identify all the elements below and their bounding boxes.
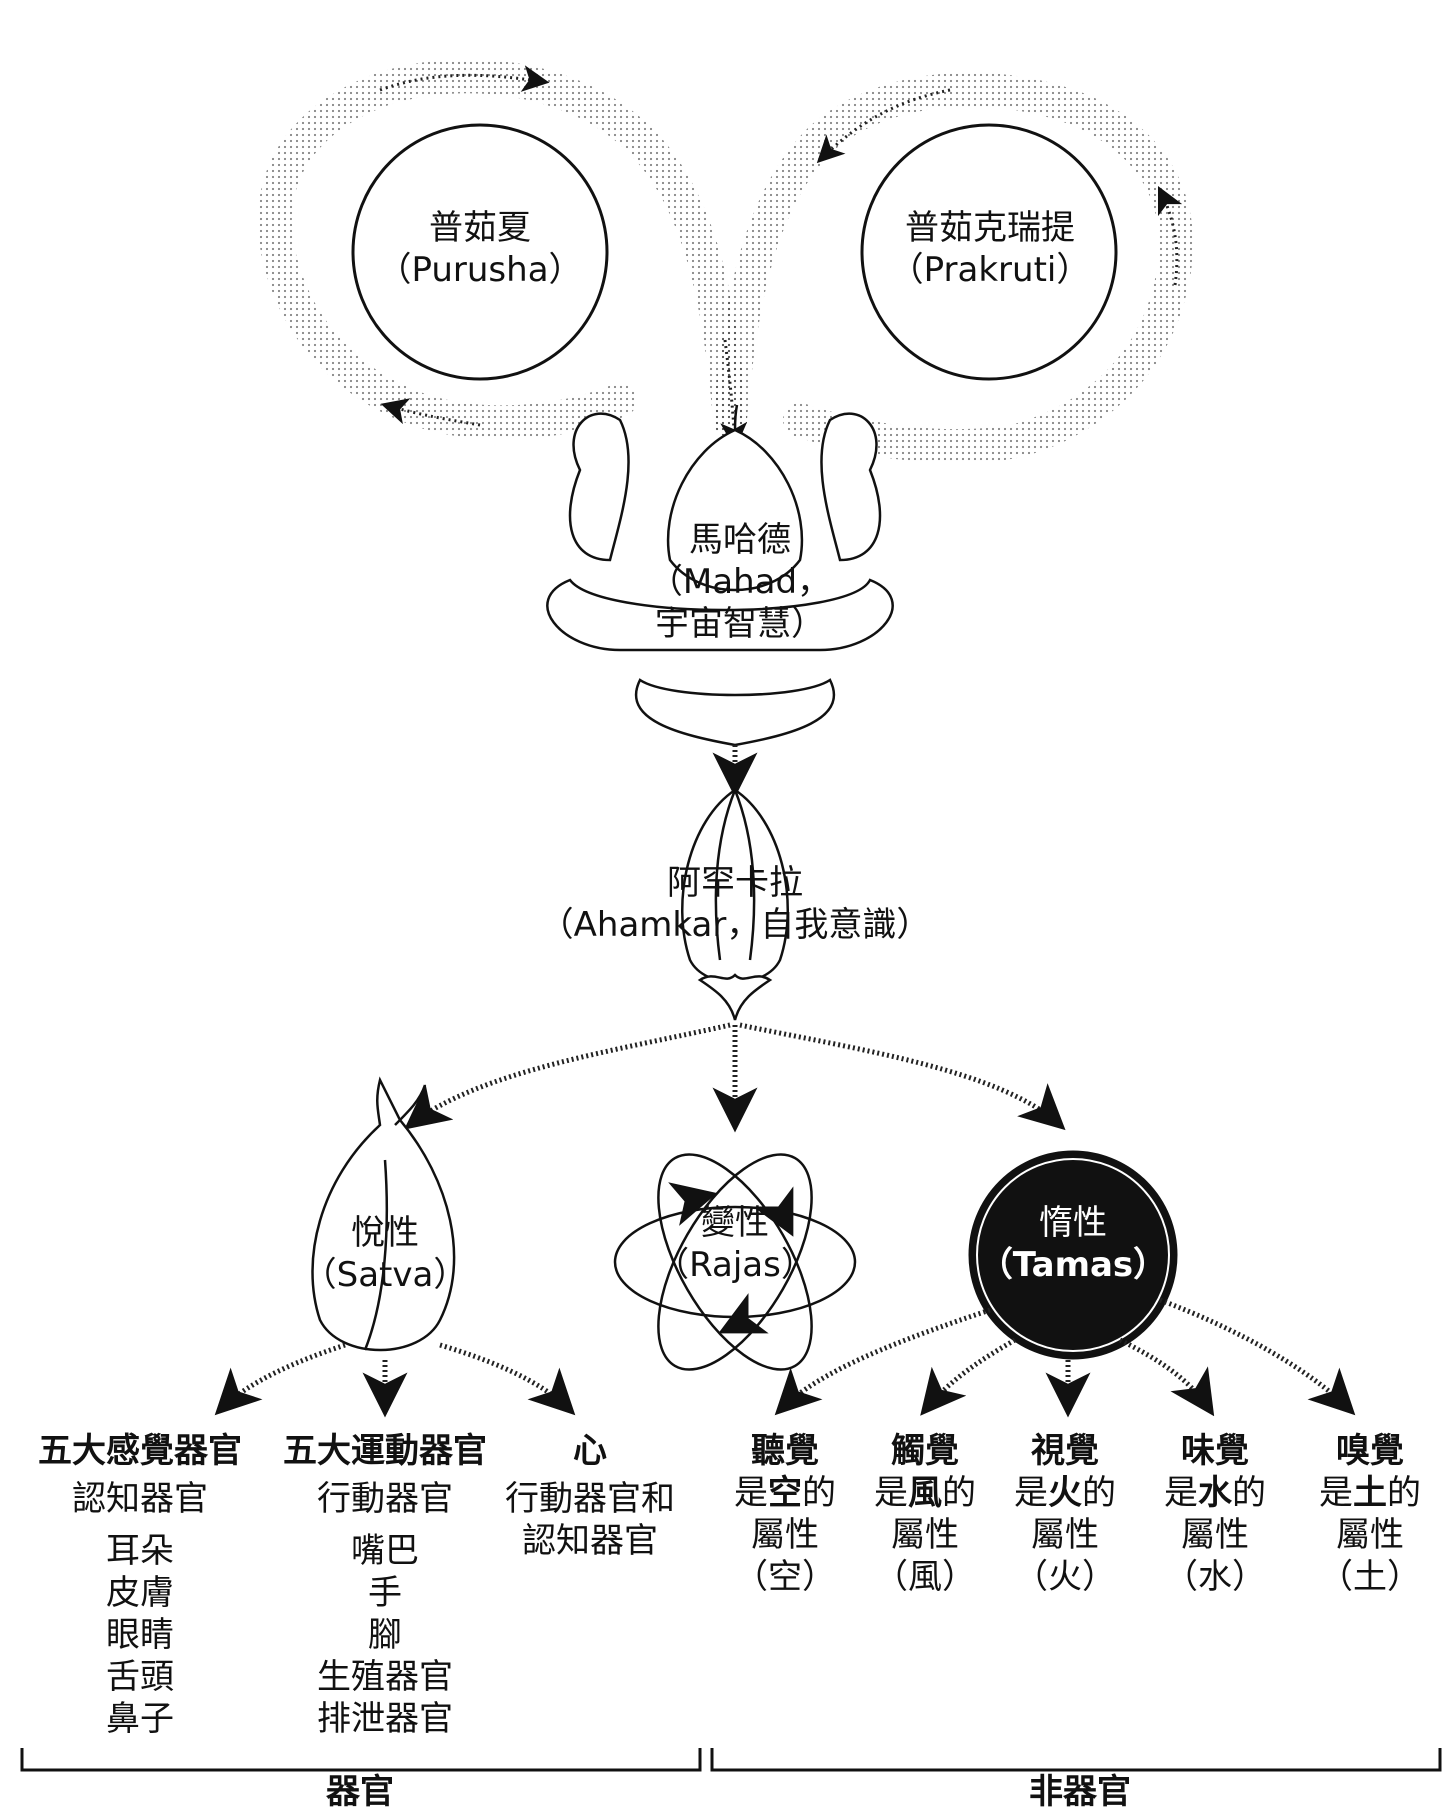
organ-item: 腳 — [368, 1615, 402, 1655]
ahamkar-label-en: （Ahamkar，自我意識） — [539, 905, 931, 945]
sense-line: 是土的 — [1305, 1472, 1435, 1514]
sense-line: （土） — [1319, 1557, 1421, 1597]
sense-title: 聽覺 — [751, 1431, 819, 1471]
prakruti-label-cn: 普茹克瑞提 — [905, 208, 1075, 248]
sense-line: （風） — [874, 1557, 976, 1597]
organ-arrows — [214, 1342, 576, 1418]
tamas-circle — [968, 1150, 1178, 1360]
rajas-label-cn: 變性 — [701, 1203, 769, 1243]
sense-pre: 是 — [874, 1473, 908, 1513]
tamas-label-en: （Tamas） — [978, 1245, 1168, 1285]
satva-label-cn: 悅性 — [351, 1213, 419, 1253]
branch-arrows — [404, 1022, 1066, 1133]
organ-column-motor: 五大運動器官 行動器官 嘴巴 手 腳 生殖器官 排泄器官 — [265, 1430, 505, 1740]
organ-item: 舌頭 — [106, 1657, 174, 1697]
tamas-label-cn: 惰性 — [1039, 1203, 1107, 1243]
sense-element: 風 — [908, 1473, 942, 1513]
infinity-loop — [257, 59, 1193, 464]
sense-column-hearing: 聽覺 是空的 屬性 （空） — [720, 1430, 850, 1598]
satva-flame — [311, 1076, 456, 1352]
sense-column-smell: 嗅覺 是土的 屬性 （土） — [1305, 1430, 1435, 1598]
sense-column-touch: 觸覺 是風的 屬性 （風） — [860, 1430, 990, 1598]
organ-item: 生殖器官 — [317, 1657, 453, 1697]
organ-subtitle-2: 認知器官 — [522, 1521, 658, 1561]
infinity-arrows — [379, 65, 1183, 450]
organ-column-sense: 五大感覺器官 認知器官 耳朵 皮膚 眼睛 舌頭 鼻子 — [20, 1430, 260, 1740]
organ-column-mind: 心 行動器官和 認知器官 — [490, 1430, 690, 1562]
ahamkar-label-cn: 阿罕卡拉 — [667, 863, 803, 903]
sense-line: 是火的 — [1000, 1472, 1130, 1514]
rajas-atom — [613, 1153, 857, 1371]
sense-line: 屬性 — [1181, 1515, 1249, 1555]
sense-line: 屬性 — [1336, 1515, 1404, 1555]
sense-post: 的 — [942, 1473, 976, 1513]
sense-title: 味覺 — [1181, 1431, 1249, 1471]
sense-line: 是水的 — [1150, 1472, 1280, 1514]
sense-line: 是風的 — [860, 1472, 990, 1514]
organ-item: 排泄器官 — [317, 1699, 453, 1739]
sense-post: 的 — [1387, 1473, 1421, 1513]
sense-line: （水） — [1164, 1557, 1266, 1597]
mahad-label-cn: 馬哈德 — [689, 520, 791, 560]
organ-item: 嘴巴 — [351, 1531, 419, 1571]
organ-subtitle: 認知器官 — [72, 1479, 208, 1519]
purusha-label-cn: 普茹夏 — [429, 208, 531, 248]
organ-title: 五大感覺器官 — [38, 1431, 242, 1471]
sense-title: 嗅覺 — [1336, 1431, 1404, 1471]
organ-item: 鼻子 — [106, 1699, 174, 1739]
purusha-circle — [351, 123, 609, 381]
organ-title: 五大運動器官 — [283, 1431, 487, 1471]
sense-post: 的 — [1082, 1473, 1116, 1513]
organ-title: 心 — [573, 1431, 607, 1471]
rajas-label-en: （Rajas） — [655, 1245, 815, 1285]
organ-item: 手 — [368, 1573, 402, 1613]
group-label-non-organ: 非器官 — [1029, 1772, 1131, 1812]
sense-pre: 是 — [1014, 1473, 1048, 1513]
sense-element: 空 — [768, 1473, 802, 1513]
sense-element: 土 — [1353, 1473, 1387, 1513]
group-label-organ: 器官 — [326, 1772, 394, 1812]
sense-element: 水 — [1198, 1473, 1232, 1513]
organ-item: 眼睛 — [106, 1615, 174, 1655]
organ-subtitle: 行動器官和 — [505, 1479, 675, 1519]
organ-subtitle: 行動器官 — [317, 1479, 453, 1519]
sense-title: 觸覺 — [891, 1431, 959, 1471]
group-brackets — [20, 1748, 1442, 1772]
sense-line: 屬性 — [751, 1515, 819, 1555]
sense-line: （火） — [1014, 1557, 1116, 1597]
sense-post: 的 — [802, 1473, 836, 1513]
prakruti-label-en: （Prakruti） — [889, 250, 1091, 290]
satva-label-en: （Satva） — [302, 1255, 468, 1295]
organ-item: 耳朵 — [106, 1531, 174, 1571]
sense-pre: 是 — [734, 1473, 768, 1513]
sense-pre: 是 — [1319, 1473, 1353, 1513]
sense-line: （空） — [734, 1557, 836, 1597]
mahad-label-cn2: 宇宙智慧） — [655, 604, 825, 644]
prakruti-circle — [860, 123, 1118, 381]
ahamkar-bud — [680, 788, 790, 1021]
sense-column-sight: 視覺 是火的 屬性 （火） — [1000, 1430, 1130, 1598]
sense-line: 屬性 — [1031, 1515, 1099, 1555]
sense-line: 屬性 — [891, 1515, 959, 1555]
sense-element: 火 — [1048, 1473, 1082, 1513]
tamas-ring — [976, 1158, 1170, 1352]
mahad-lotus — [546, 404, 894, 747]
sense-line: 是空的 — [720, 1472, 850, 1514]
sense-column-taste: 味覺 是水的 屬性 （水） — [1150, 1430, 1280, 1598]
sense-arrows — [774, 1297, 1356, 1418]
organ-item: 皮膚 — [106, 1573, 174, 1613]
mahad-label-en: （Mahad， — [648, 562, 832, 602]
sense-pre: 是 — [1164, 1473, 1198, 1513]
sense-title: 視覺 — [1031, 1431, 1099, 1471]
sense-post: 的 — [1232, 1473, 1266, 1513]
purusha-label-en: （Purusha） — [377, 250, 583, 290]
